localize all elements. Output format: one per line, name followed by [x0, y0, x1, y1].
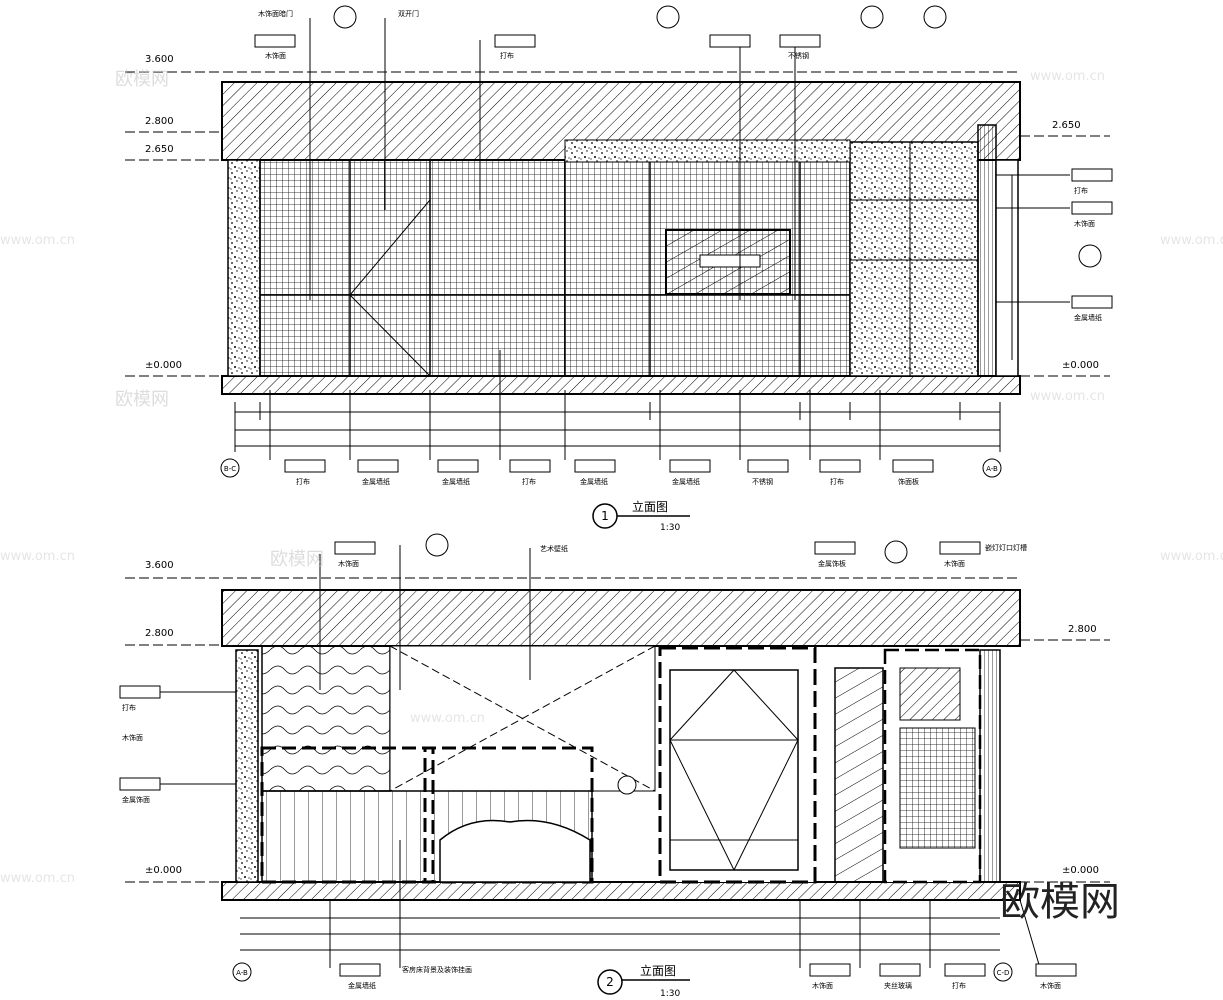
elevation-2: A-B C-D 3.600 2.800 ±0.000 2.800 ±0.000	[119, 533, 1110, 999]
elev1-note-bottom-5: 金属墙纸	[672, 477, 700, 486]
elev1-note-top-0: 木饰面暗门	[258, 9, 293, 18]
svg-text:2.800: 2.800	[145, 116, 174, 127]
elev1-note-bottom-6: 不锈钢	[752, 477, 773, 486]
elev1-note-right-0: 打布	[1074, 186, 1088, 195]
elev2-note-bottom-1: 客房床背景及装饰挂画	[402, 965, 472, 974]
svg-text:A-B: A-B	[986, 465, 998, 473]
elev1-note-right-2: 金属墙纸	[1074, 313, 1102, 322]
elev2-note-left-0: 打布	[122, 703, 136, 712]
watermark-logo: 欧模网	[1000, 879, 1120, 925]
svg-text:www.om.cn: www.om.cn	[1030, 389, 1105, 404]
elev1-bottom-tags	[269, 350, 934, 473]
elev2-note-top-1: 艺术壁纸	[540, 544, 568, 553]
elev2-title: 立面图	[640, 963, 676, 978]
svg-text:±0.000: ±0.000	[145, 360, 182, 371]
elev1-right-wall	[977, 124, 997, 377]
elev2-note-bottom-4: 打布	[952, 981, 966, 990]
elev2-note-top-4: 嵌灯灯口灯槽	[985, 543, 1027, 552]
elev2-note-bottom-3: 夹丝玻璃	[884, 981, 912, 990]
svg-text:1: 1	[601, 509, 609, 523]
elev2-ceiling-slab	[221, 589, 1021, 647]
elev1-note-bottom-2: 金属墙纸	[442, 477, 470, 486]
svg-text:欧模网: 欧模网	[115, 69, 169, 90]
elev2-title-block: 2 立面图 1:30	[597, 963, 690, 999]
elev1-note-top-1: 双开门	[398, 9, 419, 18]
elev1-note-bottom-1: 金属墙纸	[362, 477, 390, 486]
elev1-note-right-1: 木饰面	[1074, 219, 1095, 228]
svg-text:2.800: 2.800	[1068, 624, 1097, 635]
elev2-note-bottom-2: 木饰面	[812, 981, 833, 990]
elev2-bed	[439, 819, 591, 883]
elev2-note-top-2: 金属饰板	[818, 559, 846, 568]
elevation-1: B-C A-B 3.600 2.800 2.650 ±0.000 2.650 ±…	[125, 5, 1113, 533]
elev2-note-left-1: 木饰面	[122, 733, 143, 742]
elev2-axis-right: C-D	[993, 962, 1013, 982]
svg-text:C-D: C-D	[997, 969, 1010, 977]
elev2-floor-slab	[221, 881, 1021, 901]
svg-text:±0.000: ±0.000	[145, 865, 182, 876]
watermarks: 欧模网 欧模网 www.om.cn www.om.cn www.om.cn ww…	[0, 69, 1223, 886]
elev1-note-top-2: 打布	[500, 51, 514, 60]
elev1-left-wall	[227, 159, 261, 377]
svg-text:2.650: 2.650	[145, 144, 174, 155]
elev1-axis-right: A-B	[982, 458, 1002, 478]
elev1-note-bottom-3: 打布	[522, 477, 536, 486]
elev2-note-top-0: 木饰面	[338, 559, 359, 568]
elev1-note-bottom-7: 打布	[830, 477, 844, 486]
svg-text:www.om.cn: www.om.cn	[0, 549, 75, 564]
svg-text:B-C: B-C	[224, 465, 236, 473]
elev2-levels: 3.600 2.800 ±0.000 2.800 ±0.000	[125, 560, 1110, 883]
svg-text:www.om.cn: www.om.cn	[0, 871, 75, 886]
elev1-top-notes	[254, 5, 947, 300]
svg-text:3.600: 3.600	[145, 560, 174, 571]
elev2-glass-panel	[834, 667, 884, 883]
svg-text:www.om.cn: www.om.cn	[1160, 549, 1223, 564]
elev1-title: 立面图	[632, 499, 668, 514]
svg-text:2.800: 2.800	[145, 628, 174, 639]
elev2-lamp	[617, 775, 637, 795]
elev1-floor-slab	[221, 375, 1021, 395]
elev2-note-left-2: 金属饰面	[122, 795, 150, 804]
svg-text:www.om.cn: www.om.cn	[1030, 69, 1105, 84]
elev2-axis-left: A-B	[232, 962, 252, 982]
elev1-note-top-4: 不锈钢	[788, 51, 809, 60]
svg-text:欧模网: 欧模网	[115, 389, 169, 410]
svg-text:欧模网: 欧模网	[270, 549, 324, 570]
elev1-note-bottom-0: 打布	[296, 477, 310, 486]
svg-text:3.600: 3.600	[145, 54, 174, 65]
elev1-stone-panel	[849, 141, 979, 377]
svg-text:±0.000: ±0.000	[1062, 360, 1099, 371]
svg-text:www.om.cn: www.om.cn	[0, 233, 75, 248]
elev1-axis-left: B-C	[220, 458, 240, 478]
elev1-note-top-3: 木饰面	[265, 51, 286, 60]
elev1-levels: 3.600 2.800 2.650 ±0.000 2.650 ±0.000	[125, 54, 1110, 377]
elev2-wood-panel	[261, 645, 391, 792]
svg-text:±0.000: ±0.000	[1062, 865, 1099, 876]
svg-text:2.650: 2.650	[1052, 120, 1081, 131]
elev2-wardrobe	[658, 646, 817, 884]
elev1-note-bottom-4: 金属墙纸	[580, 477, 608, 486]
elev2-note-bottom-5: 木饰面	[1040, 981, 1061, 990]
elev2-scale: 1:30	[660, 989, 680, 999]
elev2-note-bottom-0: 金属墙纸	[348, 981, 376, 990]
svg-text:A-B: A-B	[236, 969, 248, 977]
elev2-note-top-3: 木饰面	[944, 559, 965, 568]
svg-text:www.om.cn: www.om.cn	[410, 711, 485, 726]
elev1-scale: 1:30	[660, 523, 680, 533]
svg-text:2: 2	[606, 975, 614, 989]
elev1-title-block: 1 立面图 1:30	[592, 499, 690, 533]
svg-text:www.om.cn: www.om.cn	[1160, 233, 1223, 248]
elev1-note-bottom-8: 饰面板	[898, 477, 919, 486]
